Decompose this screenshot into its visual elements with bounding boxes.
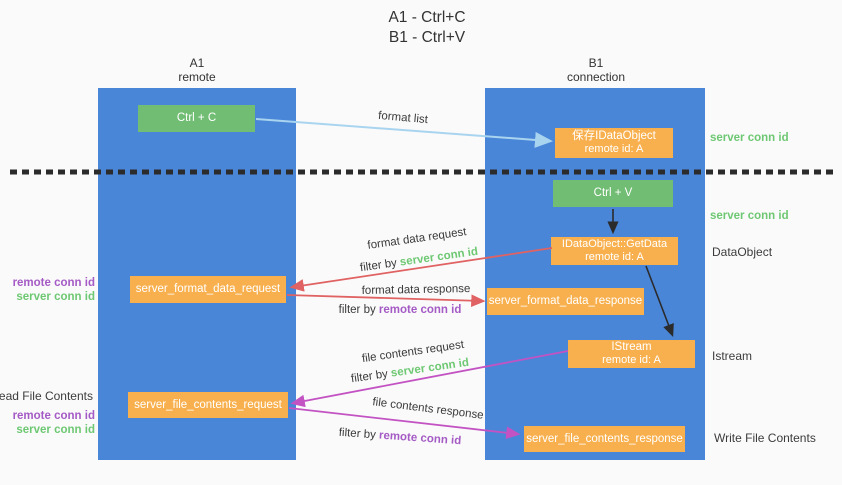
server-format-data-response-label: server_format_data_response: [488, 295, 643, 307]
title-line-2: B1 - Ctrl+V: [388, 29, 466, 46]
remote-conn-id-label-1: remote conn id: [12, 277, 95, 289]
format-data-response-label: format data response: [361, 283, 471, 297]
server-format-data-request-label: server_format_data_request: [135, 283, 281, 295]
file-contents-response-label: file contents response: [371, 396, 485, 422]
server-conn-id-label-mid: server conn id: [710, 210, 789, 222]
filter-by-remote-conn-id-label-2: filter by remote conn id: [338, 427, 461, 448]
filter-by-prefix-2: filter by: [338, 304, 379, 316]
save-idataobject-line1: 保存IDataObject: [572, 130, 656, 142]
write-file-contents-label: Write File Contents: [714, 431, 816, 445]
ctrl-v-label: Ctrl + V: [593, 187, 633, 199]
getdata-line2: remote id: A: [585, 251, 644, 263]
lifeline-header-b1: B1 connection: [567, 56, 625, 84]
istream-line2: remote id: A: [602, 354, 661, 366]
server-conn-id-label-top: server conn id: [710, 132, 789, 144]
ctrl-c-box: Ctrl + C: [138, 105, 255, 132]
server-conn-id-label-2: server conn id: [16, 424, 95, 436]
istream-line1: IStream: [611, 341, 652, 353]
filter-by-prefix-4: filter by: [338, 426, 380, 442]
server-format-data-request-box: server_format_data_request: [130, 276, 286, 303]
server-file-contents-response-label: server_file_contents_response: [526, 432, 683, 445]
title-line-1: A1 - Ctrl+C: [388, 9, 466, 26]
format-data-request-label: format data request: [366, 226, 468, 252]
getdata-line1: IDataObject::GetData: [561, 238, 668, 250]
filter-by-key-1: server conn id: [399, 245, 479, 269]
dataobject-label: DataObject: [712, 245, 773, 259]
ctrl-c-label: Ctrl + C: [176, 112, 217, 124]
server-conn-id-label-1: server conn id: [16, 291, 95, 303]
save-idataobject-line2: remote id: A: [584, 143, 644, 155]
format-list-label: format list: [377, 109, 429, 127]
ctrl-v-box: Ctrl + V: [553, 180, 673, 207]
server-file-contents-request-label: server_file_contents_request: [134, 398, 282, 411]
filter-by-key-4: remote conn id: [378, 429, 462, 448]
read-file-contents-label: Read File Contents: [0, 389, 93, 403]
lifeline-b1-name: B1: [588, 56, 604, 70]
lifeline-a1-subtitle: remote: [178, 70, 216, 84]
filter-by-prefix-3: filter by: [350, 367, 392, 386]
filter-by-remote-conn-id-label-1: filter by remote conn id: [339, 304, 462, 316]
filter-by-key-3: server conn id: [390, 356, 470, 380]
save-idataobject-box: 保存IDataObject remote id: A: [555, 128, 673, 158]
server-file-contents-request-box: server_file_contents_request: [128, 392, 288, 418]
server-file-contents-response-box: server_file_contents_response: [524, 426, 685, 452]
idataobject-getdata-box: IDataObject::GetData remote id: A: [551, 237, 678, 265]
server-format-data-response-box: server_format_data_response: [487, 288, 644, 315]
istream-side-label: Istream: [712, 349, 753, 363]
lifeline-a1-name: A1: [189, 56, 205, 70]
filter-by-prefix-1: filter by: [359, 256, 401, 275]
lifeline-header-a1: A1 remote: [178, 56, 215, 84]
istream-box: IStream remote id: A: [568, 340, 695, 368]
lifeline-b1-subtitle: connection: [566, 70, 626, 84]
remote-conn-id-label-2: remote conn id: [12, 410, 95, 422]
filter-by-key-2: remote conn id: [378, 304, 462, 316]
diagram-title: A1 - Ctrl+C B1 - Ctrl+V: [388, 8, 465, 48]
